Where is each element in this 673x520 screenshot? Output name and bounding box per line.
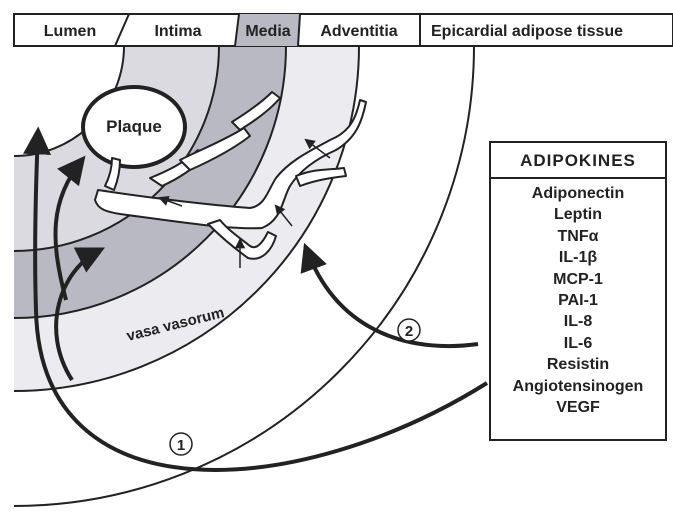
adipokine-item: VEGF	[491, 397, 665, 418]
adipokine-item: Angiotensinogen	[491, 376, 665, 397]
adipokine-item: TNFα	[491, 226, 665, 247]
adipokines-box: ADIPOKINES Adiponectin Leptin TNFα IL-1β…	[489, 141, 667, 441]
layer-header: Lumen Intima Media Adventitia Epicardial…	[14, 14, 673, 46]
header-epicardial: Epicardial adipose tissue	[431, 23, 623, 40]
adipokines-title: ADIPOKINES	[491, 143, 665, 179]
pathway-1-label: 1	[177, 437, 185, 454]
adipokine-item: IL-1β	[491, 247, 665, 268]
pathway-2-label: 2	[405, 323, 413, 340]
vessel-layers	[0, 0, 474, 506]
header-lumen: Lumen	[44, 23, 96, 40]
adipokine-item: IL-8	[491, 311, 665, 332]
adipokine-item: Adiponectin	[491, 183, 665, 204]
adipokines-list: Adiponectin Leptin TNFα IL-1β MCP-1 PAI-…	[491, 179, 665, 418]
plaque-label: Plaque	[106, 117, 162, 136]
adipokine-item: IL-6	[491, 333, 665, 354]
header-adventitia: Adventitia	[320, 23, 397, 40]
adipokine-item: PAI-1	[491, 290, 665, 311]
adipokine-item: Resistin	[491, 354, 665, 375]
adipokine-item: Leptin	[491, 204, 665, 225]
adipokine-item: MCP-1	[491, 269, 665, 290]
header-intima: Intima	[154, 23, 201, 40]
header-media: Media	[245, 23, 290, 40]
